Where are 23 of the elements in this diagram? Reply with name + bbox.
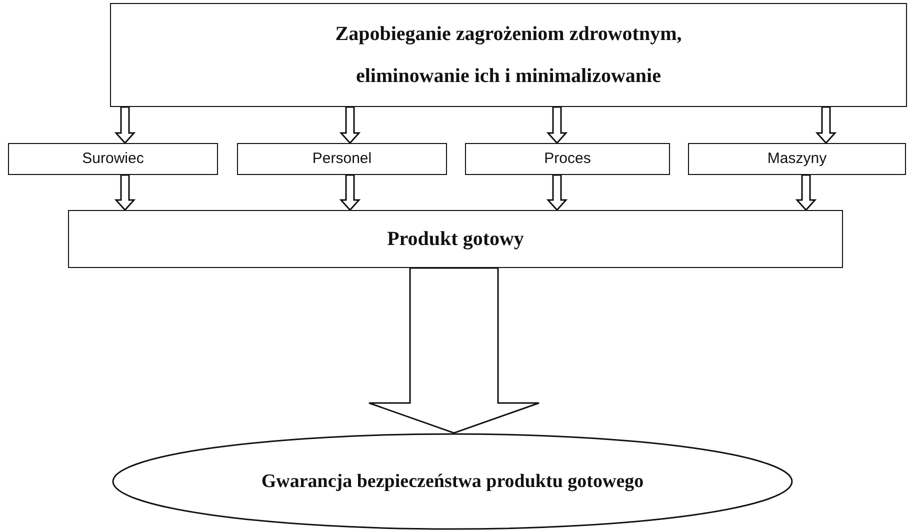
factor-box [465,143,670,175]
node-text: Maszyny [767,148,827,169]
factor-box [8,143,218,175]
hollow-arrow [368,267,540,434]
hollow-arrow [795,174,817,212]
node-text: Proces [544,148,591,169]
goal-box [110,3,907,107]
node-text: Produkt gotowy [387,226,524,252]
hollow-arrow [114,174,136,212]
hollow-arrow [546,106,568,144]
node-text: Zapobieganie zagrożeniom zdrowotnym, eliminowanie ich i minimalizowanie [334,22,683,89]
node-text: Surowiec [82,148,144,169]
hollow-arrow [114,106,136,144]
hollow-arrow [339,106,361,144]
factor-box [688,143,906,175]
node-text: Gwarancja bezpieczeństwa produktu gotowego [261,470,644,494]
factor-box [237,143,447,175]
hollow-arrow [546,174,568,212]
result-ellipse [112,433,793,530]
node-text: Personel [312,148,372,169]
hollow-arrow [339,174,361,212]
product-box [68,210,843,268]
hollow-arrow [815,106,837,144]
